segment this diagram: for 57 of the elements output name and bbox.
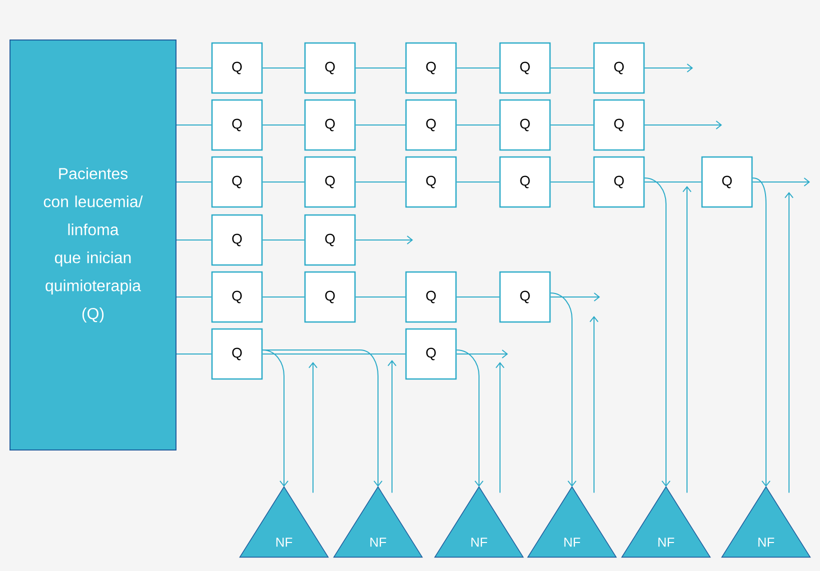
- q-box: Q: [304, 99, 356, 151]
- connector-line: [262, 296, 305, 298]
- q-box: Q: [211, 42, 263, 94]
- connector-line: [262, 124, 305, 126]
- q-box: Q: [304, 214, 356, 266]
- connector-line: [456, 124, 500, 126]
- arrow: [308, 362, 318, 494]
- nf-triangle: NF: [527, 486, 617, 558]
- nf-triangle: NF: [434, 486, 524, 558]
- arrow: [644, 178, 670, 487]
- arrow: [496, 362, 504, 494]
- arrow: [644, 120, 722, 130]
- arrow: [550, 292, 576, 487]
- q-box: Q: [499, 271, 551, 323]
- arrow: [262, 350, 382, 487]
- q-box: Q: [211, 99, 263, 151]
- nf-triangle: NF: [333, 486, 423, 558]
- arrow: [456, 350, 484, 487]
- q-box: Q: [405, 328, 457, 380]
- q-box: Q: [211, 156, 263, 208]
- nf-triangle: NF: [721, 486, 811, 558]
- q-box: Q: [405, 271, 457, 323]
- connector-line: [456, 296, 500, 298]
- q-box: Q: [211, 328, 263, 380]
- q-box: Q: [405, 156, 457, 208]
- connector-line: [176, 296, 212, 298]
- connector-line: [355, 296, 406, 298]
- q-box: Q: [211, 214, 263, 266]
- nf-triangle: NF: [239, 486, 329, 558]
- arrow: [456, 350, 508, 358]
- arrow: [784, 192, 794, 494]
- arrow: [388, 360, 396, 494]
- q-box: Q: [499, 42, 551, 94]
- connector-line: [176, 124, 212, 126]
- q-box: Q: [593, 42, 645, 94]
- arrow: [682, 186, 692, 494]
- q-box: Q: [304, 271, 356, 323]
- arrow: [550, 292, 600, 302]
- q-box: Q: [499, 156, 551, 208]
- arrow: [590, 316, 598, 494]
- q-box: Q: [499, 99, 551, 151]
- q-box: Q: [593, 99, 645, 151]
- q-box: Q: [405, 99, 457, 151]
- arrow: [752, 178, 810, 186]
- patient-box: Pacientes con leucemia/ linfoma que inician quimioterapia (Q): [10, 40, 176, 450]
- q-box: Q: [405, 42, 457, 94]
- connector-line: [550, 124, 594, 126]
- connector-line: [355, 124, 406, 126]
- q-box: Q: [211, 271, 263, 323]
- q-box: Q: [304, 42, 356, 94]
- q-box: Q: [593, 156, 645, 208]
- q-box: Q: [701, 156, 753, 208]
- q-box: Q: [304, 156, 356, 208]
- arrow: [355, 236, 413, 244]
- nf-triangle: NF: [621, 486, 711, 558]
- arrow: [644, 64, 693, 72]
- arrow: [752, 178, 770, 487]
